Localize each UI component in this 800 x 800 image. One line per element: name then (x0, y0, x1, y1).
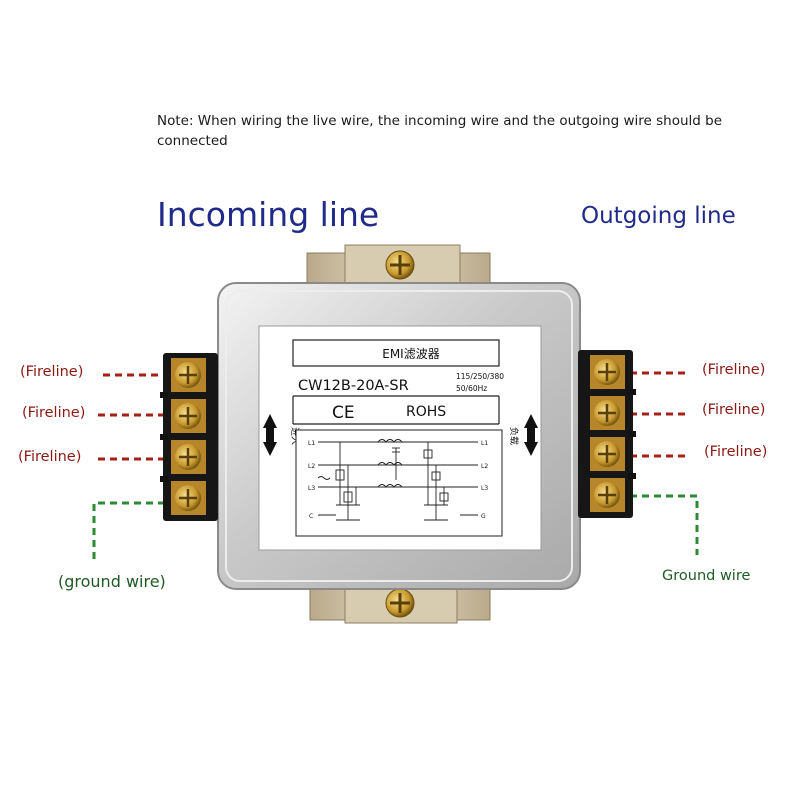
rohs-mark: ROHS (406, 404, 446, 420)
model-number: CW12B-20A-SR (298, 378, 409, 394)
right-ground-wire-label: Ground wire (662, 568, 751, 584)
right-terminal-block (578, 350, 636, 518)
output-label: 负载 (508, 427, 520, 445)
pin-out-l3: L3 (481, 485, 488, 492)
right-fireline-label-3: (Fireline) (704, 444, 768, 460)
filter-schematic (317, 439, 478, 521)
schematic-frame (295, 429, 503, 537)
right-ground-wire (630, 494, 699, 555)
header-box (292, 339, 500, 367)
left-fireline-label-1: (Fireline) (20, 364, 84, 380)
input-label: 进入 (289, 427, 300, 445)
left-ground-wire-label: (ground wire) (58, 572, 166, 591)
input-direction-arrow (263, 414, 277, 456)
outgoing-line-title: Outgoing line (581, 203, 736, 229)
right-fireline-label-2: (Fireline) (702, 402, 766, 418)
left-fireline-label-2: (Fireline) (22, 405, 86, 421)
output-direction-arrow (524, 414, 538, 456)
pin-in-c: C (309, 513, 313, 520)
left-terminal-block (160, 353, 218, 521)
left-fireline-label-3: (Fireline) (18, 449, 82, 465)
pin-in-l2: L2 (308, 463, 315, 470)
pin-in-l3: L3 (308, 485, 315, 492)
rating-voltage: 115/250/380 (456, 372, 504, 381)
incoming-line-title: Incoming line (157, 195, 380, 234)
pin-out-g: G (481, 513, 486, 520)
right-fireline-label-1: (Fireline) (702, 362, 766, 378)
pin-out-l1: L1 (481, 440, 488, 447)
left-ground-wire (92, 501, 165, 562)
right-fireline-wires (630, 371, 690, 458)
pin-in-l1: L1 (308, 440, 315, 447)
ce-mark: CE (332, 403, 355, 423)
top-mounting-bracket (306, 244, 491, 286)
pin-out-l2: L2 (481, 463, 488, 470)
rating-frequency: 50/60Hz (456, 384, 487, 393)
left-fireline-wires (98, 373, 165, 461)
filter-header-text: EMI滤波器 (382, 347, 439, 361)
wiring-note: Note: When wiring the live wire, the inc… (157, 113, 723, 149)
